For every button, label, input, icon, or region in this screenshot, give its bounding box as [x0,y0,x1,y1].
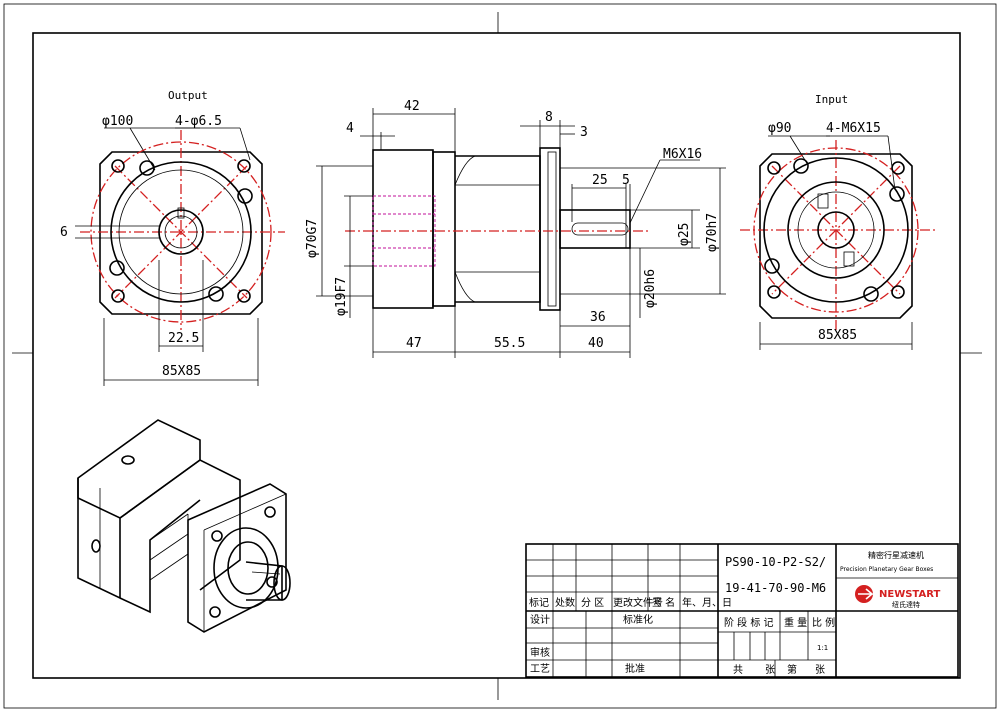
model-line-2: 19-41-70-90-M6 [725,581,826,595]
sheet-unit-label-2: 张 [815,664,825,676]
input-size: 85X85 [818,328,857,343]
output-size: 85X85 [162,364,201,379]
hdr-doc: 更改文件号 [613,596,663,609]
brand-logo: NEWSTART 纽氏達特 [855,585,940,609]
sheet-no-label: 第 [787,663,797,676]
sheet-total-label: 共 [733,664,743,676]
output-diameter-label: φ100 [102,114,133,129]
dim-phi19f7: φ19F7 [334,277,349,316]
standardize-label: 标准化 [623,613,653,626]
weight-label: 重 量 [784,616,807,629]
dim-phi25: φ25 [677,223,692,246]
brand-name-cn: 纽氏達特 [892,600,920,609]
output-offset: 22.5 [168,331,199,346]
dim-47: 47 [406,336,422,351]
hdr-date: 年、月、日 [682,596,732,609]
review-label: 审核 [530,646,550,659]
output-view: Output φ100 4-φ6.5 6 [60,89,285,386]
output-title: Output [168,89,208,102]
dim-phi70g7: φ70G7 [305,219,320,258]
company-cn: 精密行星减速机 [868,550,924,560]
hdr-mark: 标记 [529,597,549,609]
dim-phi70h7: φ70h7 [705,213,720,252]
dim-40: 40 [588,336,604,351]
scale-label: 比 例 [812,616,835,629]
output-key-width: 6 [60,225,68,240]
input-view: Input φ90 4-M6X15 85X85 [740,93,935,350]
model-line-1: PS90-10-P2-S2/ [725,555,826,569]
dim-4: 4 [346,121,354,136]
dim-25: 25 [592,173,608,188]
dim-5: 5 [622,173,630,188]
dim-55-5: 55.5 [494,336,525,351]
sheet-unit-label-1: 张 [765,664,775,676]
dim-8: 8 [545,110,553,125]
thread-label: M6X16 [663,147,702,162]
input-title: Input [815,93,848,106]
stage-label: 阶 段 标 记 [724,616,774,629]
sheet-frame [3,3,997,709]
dim-phi20h6: φ20h6 [643,269,658,308]
design-label: 设计 [530,613,550,626]
input-holes-label: 4-M6X15 [826,121,881,136]
hdr-zone: 分 区 [581,597,604,609]
title-block: 标记 处数 分 区 更改文件号 签 名 年、月、日 设计 标准化 审核 工艺 批… [525,543,959,678]
output-holes-label: 4-φ6.5 [175,114,222,129]
dim-42: 42 [404,99,420,114]
process-label: 工艺 [530,663,550,675]
input-diameter-label: φ90 [768,121,791,136]
isometric-view [77,419,291,633]
approve-label: 批准 [625,662,645,675]
dim-36: 36 [590,310,606,325]
brand-name: NEWSTART [879,589,940,600]
side-view: 42 4 8 3 25 5 M6X16 φ70G7 φ19F7 φ25 [305,99,726,358]
dim-3: 3 [580,125,588,140]
scale-value: 1:1 [817,644,828,652]
hdr-count: 处数 [555,596,575,609]
company-en: Precision Planetary Gear Boxes [840,566,933,573]
hdr-sign: 签 名 [652,596,675,609]
